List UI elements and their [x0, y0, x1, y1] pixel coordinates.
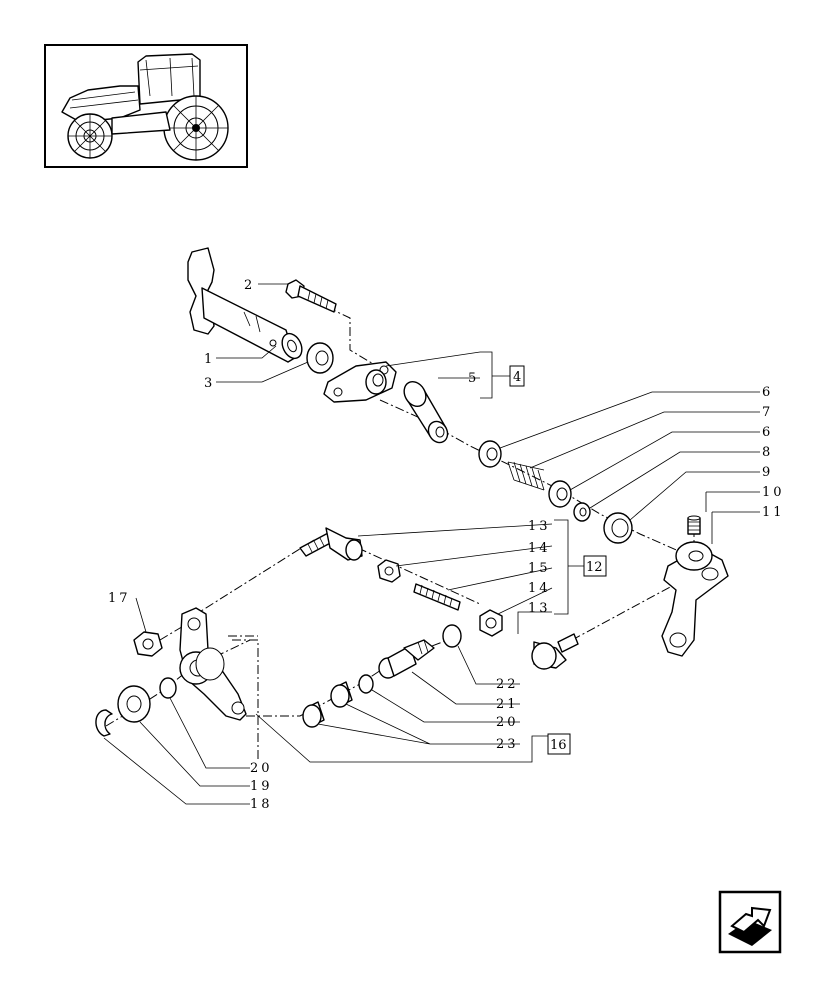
part-7-spring	[507, 461, 545, 491]
part-18-clip	[95, 709, 113, 737]
part-8-washer	[573, 502, 591, 522]
label-22: 22	[496, 677, 519, 692]
label-18: 18	[250, 797, 273, 812]
label-14a: 14	[528, 541, 551, 556]
part-10-set-screw	[687, 515, 701, 535]
label-6a: 6	[762, 385, 773, 400]
callout-labels: 2 1 3 5 6 7 6 8 9 10 11 13 14 15 14 13 1…	[108, 278, 785, 812]
leader-lines	[103, 283, 760, 805]
label-1: 1	[204, 352, 215, 367]
part-15-threaded-rod	[413, 583, 461, 611]
reference-boxes: 4 12 16	[509, 365, 607, 755]
label-3: 3	[204, 376, 215, 391]
label-11: 11	[762, 505, 785, 520]
part-20-ring-left	[159, 677, 177, 699]
part-6-washer-b	[548, 480, 572, 508]
label-20a: 20	[250, 761, 273, 776]
part-19-washer	[117, 685, 151, 723]
svg-text:16: 16	[550, 738, 567, 753]
flange-bearing	[323, 361, 397, 403]
part-13-ball-joint-lower	[531, 633, 579, 670]
part-20-ring-right	[358, 674, 374, 694]
part-9-ring	[603, 512, 633, 544]
part-3-washer	[306, 342, 334, 374]
next-page-button[interactable]	[718, 890, 782, 954]
part-23-bushing-a	[302, 701, 325, 728]
part-5-bushing	[403, 380, 449, 444]
label-13b: 13	[528, 601, 551, 616]
label-21: 21	[496, 697, 519, 712]
part-13-ball-joint-upper	[299, 527, 363, 561]
tractor-icon	[61, 53, 229, 161]
label-17: 17	[108, 591, 131, 606]
part-14-nut-lower	[479, 609, 503, 637]
label-6b: 6	[762, 425, 773, 440]
svg-text:4: 4	[513, 370, 521, 385]
label-14b: 14	[528, 581, 551, 596]
ref-box-12[interactable]: 12	[583, 555, 607, 577]
label-20b: 20	[496, 715, 519, 730]
relay-lever	[179, 607, 247, 721]
label-5: 5	[468, 371, 479, 386]
ref-box-4[interactable]: 4	[509, 365, 525, 387]
label-19: 19	[250, 779, 273, 794]
label-9: 9	[762, 465, 773, 480]
part-23-bushing-b	[330, 681, 353, 708]
label-23: 23	[496, 737, 519, 752]
ref-box-16[interactable]: 16	[547, 733, 571, 755]
part-17-nut	[133, 631, 163, 657]
part-2-bolt	[285, 279, 337, 313]
label-8: 8	[762, 445, 773, 460]
label-7: 7	[762, 405, 773, 420]
svg-text:12: 12	[586, 560, 603, 575]
next-page-arrow-icon	[728, 906, 772, 946]
part-6-washer	[478, 440, 502, 468]
part-11-lever-arm	[661, 541, 729, 657]
part-14-nut-upper	[377, 559, 401, 583]
part-22-ring	[442, 624, 462, 648]
label-15: 15	[528, 561, 551, 576]
label-10: 10	[762, 485, 785, 500]
label-2: 2	[244, 278, 255, 293]
part-21-pin	[378, 639, 435, 679]
part-1-lever-shaft	[187, 247, 303, 363]
label-13a: 13	[528, 519, 551, 534]
tractor-thumbnail	[44, 44, 248, 168]
